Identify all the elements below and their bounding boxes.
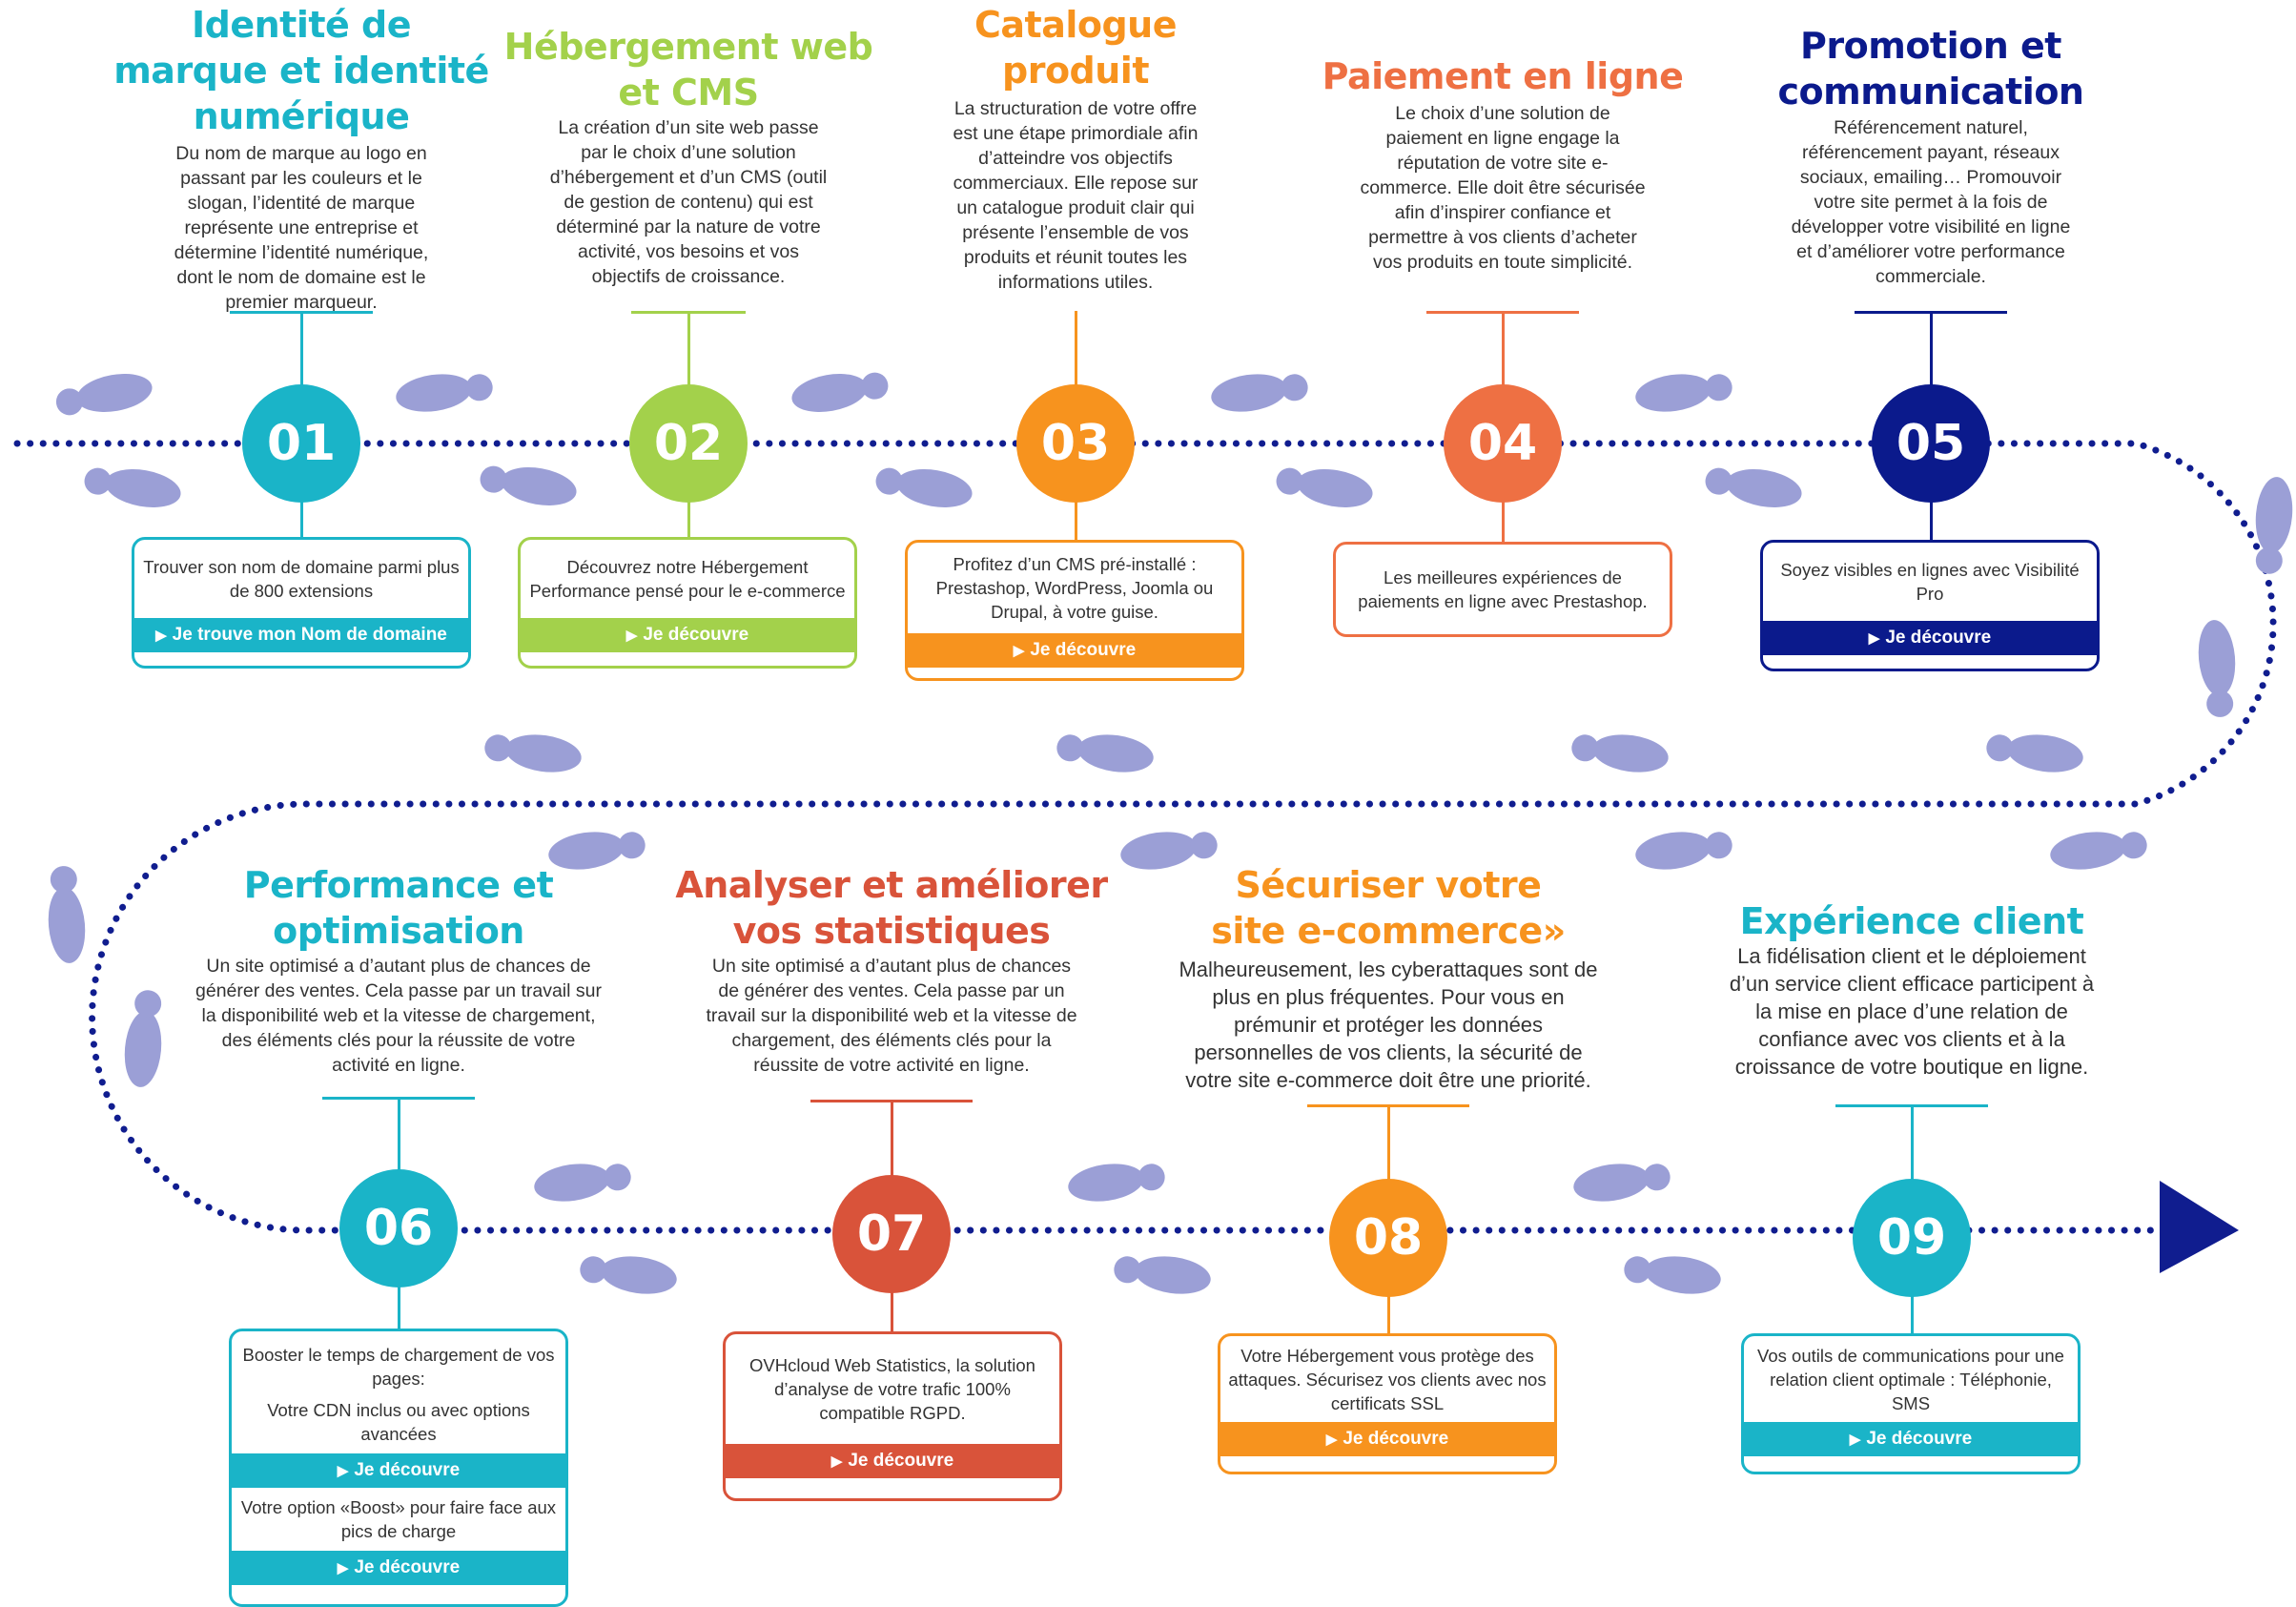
step-title-line: site e-commerce» [1211,910,1566,952]
step-title-line: Identité de [192,4,412,46]
offer-cta-button[interactable]: ▶ Je découvre [726,1444,1059,1478]
step-title-line: et CMS [618,72,759,113]
offer-text: Découvrez notre Hébergement Performance … [529,557,846,601]
offer-text: Soyez visibles en lignes avec Visibilité… [1780,560,2080,604]
offer-box: Profitez d’un CMS pré-installé : Prestas… [905,540,1244,681]
step-description: La fidélisation client et le déploiement… [1729,944,2095,1079]
offer-text: Votre option «Boost» pour faire face aux… [240,1497,557,1541]
step-description: Un site optimisé a d’autant plus de chan… [195,956,602,1076]
offer-cta-label: Je découvre [1866,1429,1973,1449]
step-title-line: vos statistiques [732,910,1051,952]
offer-box: Votre Hébergement vous protège des attaq… [1218,1333,1557,1474]
step-description: Référencement naturel, référencement pay… [1791,117,2071,287]
play-arrow-icon: ▶ [1868,630,1880,647]
step-description: Du nom de marque au logo en passant par … [174,143,429,313]
step-title-line: Promotion et [1800,25,2061,67]
step-title-line: Expérience client [1739,900,2084,942]
offer-text: Vos outils de communications pour une re… [1757,1345,2064,1413]
offer-cta-label: Je découvre [1343,1429,1449,1449]
step-description: Malheureusement, les cyberattaques sont … [1179,958,1598,1092]
step-title-line: marque et identité [113,50,489,92]
play-arrow-icon: ▶ [1849,1432,1861,1448]
offer-cta-label: Je trouve mon Nom de domaine [172,625,447,645]
step-number-circle: 02 [629,384,748,503]
step-title-line: produit [1002,50,1150,92]
offer-cta-label: Je découvre [354,1460,461,1480]
step-title-line: Analyser et améliorer [675,864,1108,906]
step-number-circle: 01 [242,384,360,503]
offer-cta-button[interactable]: ▶ Je découvre [232,1551,565,1585]
offer-cta-button[interactable]: ▶ Je découvre [908,633,1241,668]
offer-text: Booster le temps de chargement de vos pa… [242,1345,555,1389]
step-description: Le choix d’une solution de paiement en l… [1360,103,1646,273]
play-arrow-icon: ▶ [337,1463,349,1479]
track-end-arrow [2160,1181,2239,1273]
step-description: La création d’un site web passe par le c… [549,117,828,287]
offer-text: Les meilleures expériences de paiements … [1358,567,1648,611]
offer-box: Découvrez notre Hébergement Performance … [518,537,857,669]
offer-text: OVHcloud Web Statistics, la solution d’a… [749,1355,1035,1423]
play-arrow-icon: ▶ [1325,1432,1338,1448]
step-description: La structuration de votre offre est une … [953,98,1199,293]
step-number-circle: 03 [1016,384,1135,503]
step-number-circle: 04 [1444,384,1562,503]
step-title-line: Hébergement web [503,26,873,68]
offer-box: Booster le temps de chargement de vos pa… [229,1329,568,1607]
step-title: Paiement en ligne [1302,53,1703,99]
offer-box: Les meilleures expériences de paiements … [1333,542,1672,637]
step-number-circle: 07 [832,1175,951,1293]
offer-cta-button[interactable]: ▶ Je découvre [232,1453,565,1488]
step-title-line: Performance et [243,864,554,906]
play-arrow-icon: ▶ [830,1453,843,1470]
offer-box: Soyez visibles en lignes avec Visibilité… [1760,540,2100,671]
step-description: Un site optimisé a d’autant plus de chan… [706,956,1077,1076]
offer-text: Trouver son nom de domaine parmi plus de… [143,557,460,601]
step-title-line: Sécuriser votre [1235,864,1542,906]
step-title-line: communication [1777,71,2084,113]
offer-cta-button[interactable]: ▶ Je trouve mon Nom de domaine [134,618,468,652]
offer-cta-label: Je découvre [354,1557,461,1577]
offer-text: Votre CDN inclus ou avec options avancée… [267,1400,530,1444]
footprints [43,364,2296,1299]
play-arrow-icon: ▶ [625,628,638,644]
offer-cta-label: Je découvre [643,625,749,645]
offer-cta-label: Je découvre [848,1451,954,1471]
step-title-line: optimisation [273,910,524,952]
offer-cta-button[interactable]: ▶ Je découvre [1744,1422,2078,1456]
offer-cta-label: Je découvre [1885,628,1992,648]
play-arrow-icon: ▶ [337,1560,349,1576]
step-title: Expérience client [1692,898,2131,944]
step-title-line: Paiement en ligne [1322,55,1684,97]
offer-text: Votre Hébergement vous protège des attaq… [1228,1345,1547,1413]
step-number-circle: 05 [1872,384,1990,503]
play-arrow-icon: ▶ [1013,643,1025,659]
offer-box: Trouver son nom de domaine parmi plus de… [132,537,471,669]
step-title-line: numérique [193,95,410,137]
play-arrow-icon: ▶ [155,628,167,644]
step-number-circle: 06 [339,1169,458,1288]
offer-text: Profitez d’un CMS pré-installé : Prestas… [935,554,1214,622]
offer-cta-button[interactable]: ▶ Je découvre [1220,1422,1554,1456]
offer-box: Vos outils de communications pour une re… [1741,1333,2081,1474]
offer-cta-label: Je découvre [1030,640,1137,660]
step-number-circle: 09 [1853,1179,1971,1297]
step-title-line: Catalogue [974,4,1178,46]
offer-cta-button[interactable]: ▶ Je découvre [521,618,854,652]
step-number-circle: 08 [1329,1179,1447,1297]
offer-cta-button[interactable]: ▶ Je découvre [1763,621,2097,655]
offer-box: OVHcloud Web Statistics, la solution d’a… [723,1331,1062,1501]
